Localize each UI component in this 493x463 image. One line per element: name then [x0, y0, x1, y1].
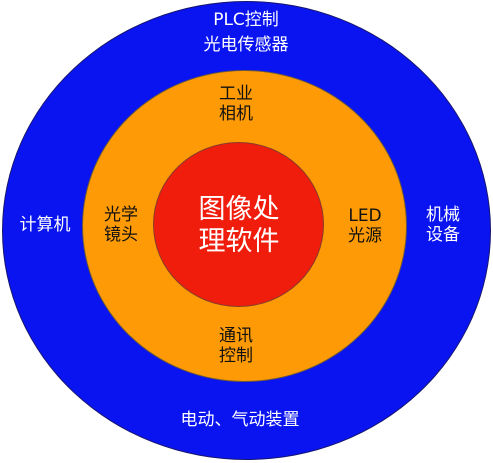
outer-right-label: 机械设备	[426, 204, 460, 245]
core-circle	[153, 142, 324, 307]
core-label-line1: 图像处	[198, 193, 280, 225]
outer-left-label: 计算机	[19, 214, 71, 235]
outer-top-label-line2: 光电传感器	[203, 34, 289, 55]
middle-right-label: LED 光源	[348, 205, 382, 246]
core-label-line2: 理软件	[198, 225, 280, 257]
outer-top-label-line1: PLC控制	[213, 9, 279, 30]
middle-left-label: 光学 镜头	[104, 204, 138, 245]
middle-top-label: 工业 相机	[219, 83, 253, 124]
outer-bottom-label: 电动、气动装置	[180, 409, 300, 430]
middle-bottom-label: 通讯 控制	[219, 325, 253, 366]
